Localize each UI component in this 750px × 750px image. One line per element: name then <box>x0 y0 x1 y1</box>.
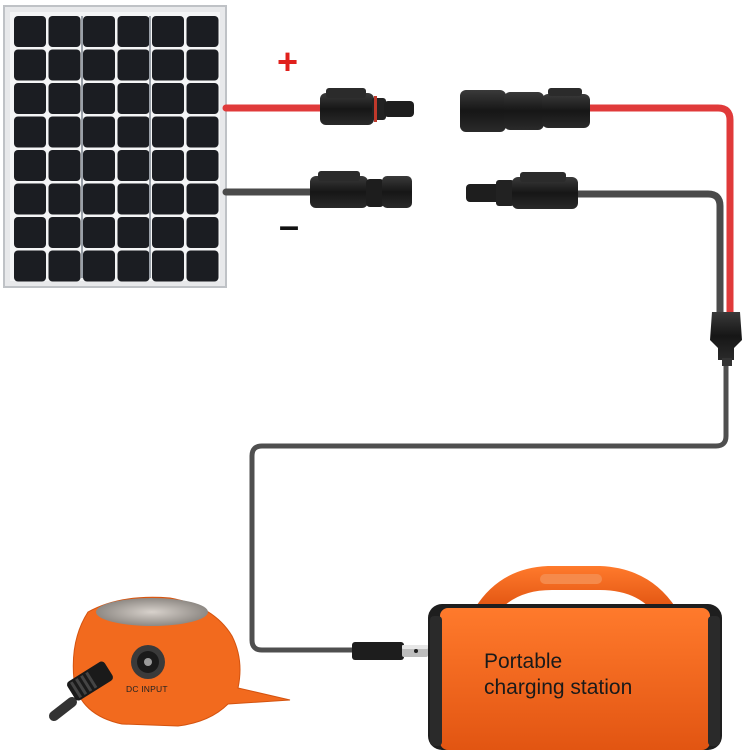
solar-cells <box>14 16 219 282</box>
solar-cell <box>186 49 219 81</box>
positive-terminal-sign: + <box>277 41 299 82</box>
solar-cell <box>48 150 81 181</box>
solar-cell <box>14 16 46 47</box>
solar-cell <box>83 183 115 215</box>
solar-cell <box>48 217 81 248</box>
solar-cell <box>117 217 150 248</box>
negative-terminal-sign: – <box>279 205 300 246</box>
solar-cell <box>186 150 219 181</box>
solar-cell <box>152 83 184 114</box>
mc4-male-positive <box>320 88 414 125</box>
dc-input-inset <box>49 596 291 727</box>
solar-cell <box>152 116 184 148</box>
solar-cell <box>186 116 219 148</box>
solar-cell <box>186 16 219 47</box>
solar-panel <box>3 5 227 288</box>
station-label: Portable charging station <box>484 649 632 701</box>
y-combiner <box>710 312 742 366</box>
solar-cell <box>186 217 219 248</box>
solar-cell <box>117 16 150 47</box>
solar-cell <box>152 150 184 181</box>
dc-input-label: DC INPUT <box>126 684 168 694</box>
solar-cell <box>83 150 115 181</box>
solar-cell <box>152 49 184 81</box>
solar-cell <box>152 183 184 215</box>
solar-cell <box>48 250 81 282</box>
solar-cell <box>14 183 46 215</box>
station-label-line1: Portable <box>484 650 563 673</box>
portable-charging-station <box>414 566 722 750</box>
solar-cell <box>117 183 150 215</box>
solar-cell <box>48 116 81 148</box>
solar-cell <box>83 116 115 148</box>
solar-cell <box>152 217 184 248</box>
solar-cell <box>83 83 115 114</box>
positive-wire-right <box>584 104 734 319</box>
solar-cell <box>152 16 184 47</box>
negative-wire-right <box>574 190 724 319</box>
solar-cell <box>83 16 115 47</box>
solar-cell <box>83 250 115 282</box>
combined-cable <box>249 357 729 653</box>
solar-cell <box>186 83 219 114</box>
mc4-male-negative-right <box>466 172 578 209</box>
solar-cell <box>83 217 115 248</box>
wires <box>222 104 734 653</box>
mc4-female-negative-left <box>310 171 412 208</box>
mc4-female-positive-right <box>460 88 590 132</box>
solar-cell <box>14 150 46 181</box>
solar-cell <box>186 250 219 282</box>
solar-cell <box>14 250 46 282</box>
bus-bar <box>149 16 151 278</box>
solar-cell <box>48 49 81 81</box>
solar-cell <box>117 49 150 81</box>
bus-bar <box>81 16 83 278</box>
solar-cell <box>186 183 219 215</box>
solar-cell <box>83 49 115 81</box>
station-label-line2: charging station <box>484 676 633 699</box>
solar-cell <box>117 83 150 114</box>
solar-cell <box>48 83 81 114</box>
solar-cell <box>14 116 46 148</box>
solar-cell <box>14 83 46 114</box>
solar-cell <box>14 217 46 248</box>
solar-cell <box>48 183 81 215</box>
solar-cell <box>117 250 150 282</box>
solar-cell <box>152 250 184 282</box>
solar-cell <box>48 16 81 47</box>
solar-cell <box>117 116 150 148</box>
solar-cell <box>14 49 46 81</box>
solar-cell <box>117 150 150 181</box>
